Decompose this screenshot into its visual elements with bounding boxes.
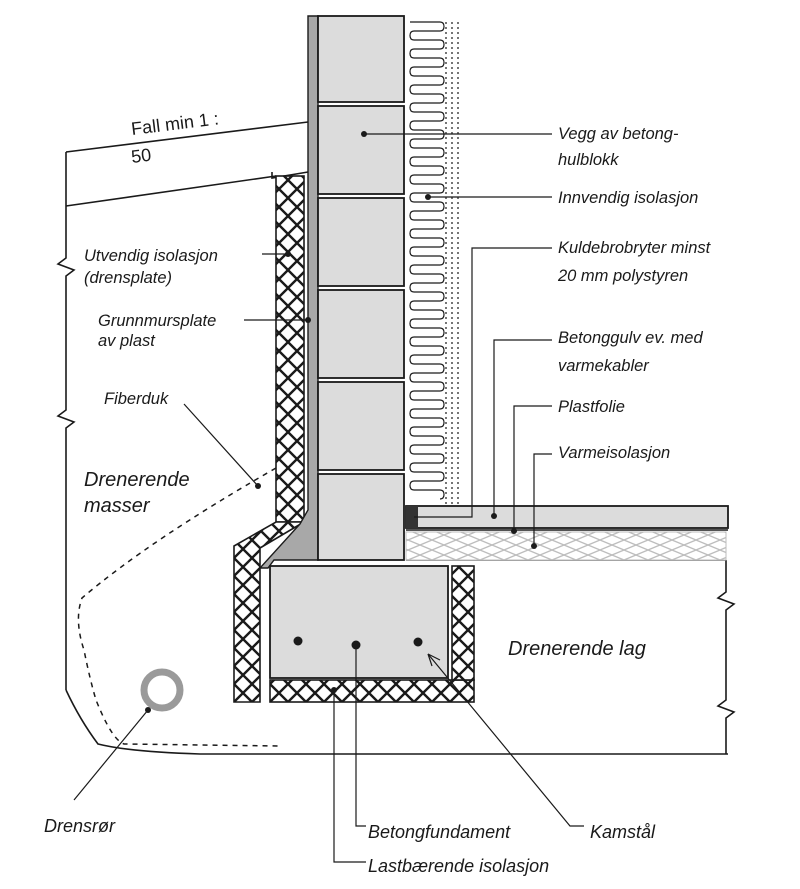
slope-ratio: 50 xyxy=(130,145,152,167)
rebar-dot xyxy=(293,636,303,646)
label-load-bearing-insulation: Lastbærende isolasjon xyxy=(368,856,549,876)
drain-pipe xyxy=(140,668,184,712)
label-concrete-floor-line1: Betonggulv ev. med xyxy=(558,329,703,347)
label-concrete-footing: Betongfundament xyxy=(368,822,511,842)
label-foundation-board-line2: av plast xyxy=(98,332,156,350)
concrete-block xyxy=(317,15,405,103)
label-drain-pipe: Drensrør xyxy=(44,816,116,836)
slope-indicator xyxy=(65,121,309,207)
leader-lines xyxy=(73,131,584,863)
labels: Fall min 1 : 50 Vegg av betong- hulblokk… xyxy=(44,108,712,876)
concrete-block xyxy=(317,473,405,561)
label-filter-cloth: Fiberduk xyxy=(104,390,169,408)
label-thermal-break-line1: Kuldebrobryter minst xyxy=(558,239,712,257)
concrete-block xyxy=(317,197,405,287)
concrete-block xyxy=(317,105,405,195)
label-wall-line1: Vegg av betong- xyxy=(558,125,679,143)
concrete-block xyxy=(317,289,405,379)
label-foundation-board-line1: Grunnmursplate xyxy=(98,312,216,330)
inner-insulation xyxy=(409,21,459,506)
label-draining-layer: Drenerende lag xyxy=(508,638,646,660)
concrete-block xyxy=(317,381,405,471)
label-draining-masses-line1: Drenerende xyxy=(84,469,190,491)
label-wall-line2: hulblokk xyxy=(558,151,619,169)
load-bearing-insulation xyxy=(269,565,475,703)
label-heat-insulation: Varmeisolasjon xyxy=(558,444,670,462)
label-inner-insulation: Innvendig isolasjon xyxy=(558,189,698,207)
rebar-dot xyxy=(413,637,423,647)
floor-heat-insulation xyxy=(405,531,727,561)
label-thermal-break-line2: 20 mm polystyren xyxy=(557,267,688,285)
concrete-block-wall xyxy=(317,15,405,561)
label-plastic-foil: Plastfolie xyxy=(558,398,625,416)
concrete-floor-slab xyxy=(405,505,729,531)
label-rebar: Kamstål xyxy=(590,822,656,842)
label-concrete-floor-line2: varmekabler xyxy=(558,357,650,375)
plastic-foundation-board xyxy=(258,15,319,569)
concrete-footing xyxy=(269,565,449,679)
label-outer-insulation-line2: (drensplate) xyxy=(84,269,172,287)
label-outer-insulation-line1: Utvendig isolasjon xyxy=(84,247,218,265)
label-draining-masses-line2: masser xyxy=(84,495,151,517)
